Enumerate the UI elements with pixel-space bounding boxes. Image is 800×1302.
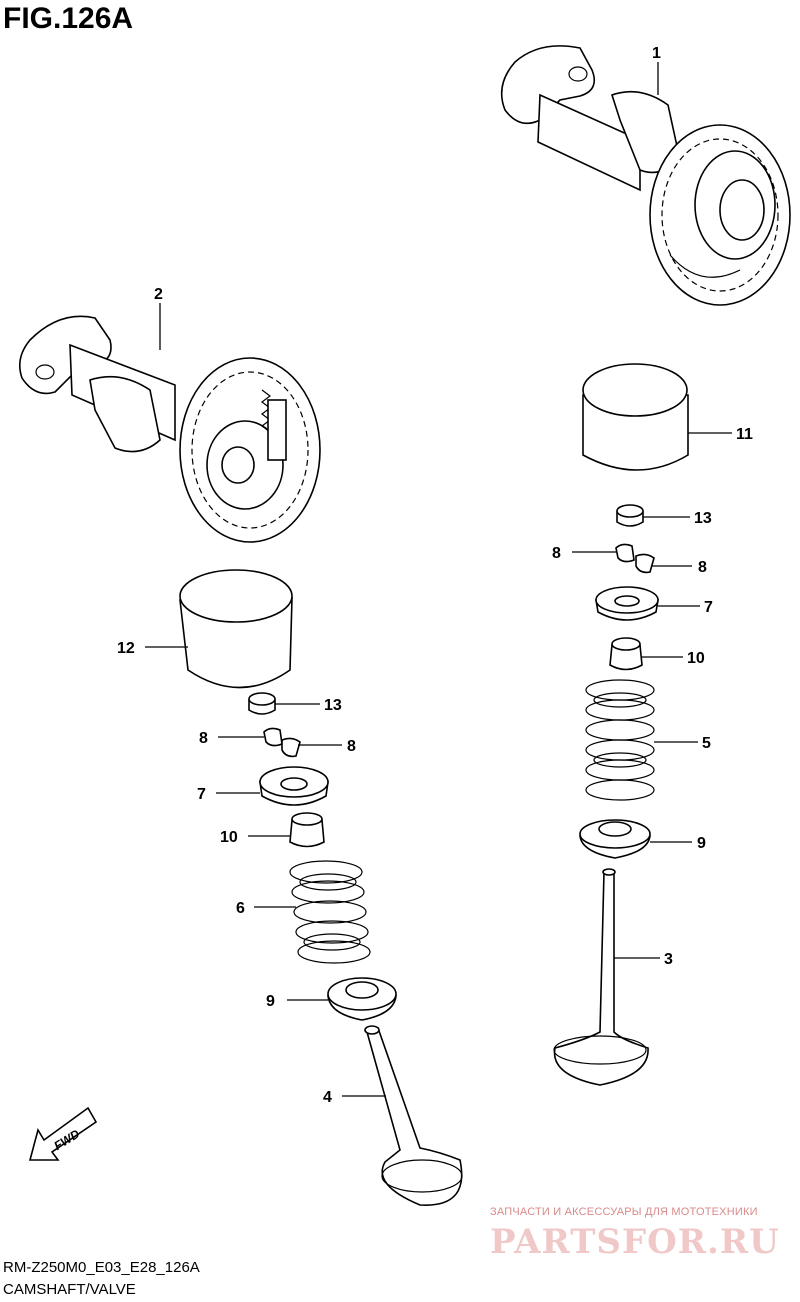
callout-8-left-a[interactable]: 8 bbox=[199, 730, 208, 747]
spring-seat-right[interactable] bbox=[579, 819, 651, 859]
callout-5[interactable]: 5 bbox=[702, 735, 711, 752]
cotter-left-b[interactable] bbox=[281, 737, 301, 758]
valve-left[interactable] bbox=[364, 1025, 463, 1206]
callout-3[interactable]: 3 bbox=[664, 951, 673, 968]
callout-4[interactable]: 4 bbox=[323, 1089, 332, 1106]
figure-title: FIG.126A bbox=[3, 2, 134, 35]
camshaft-intake[interactable] bbox=[19, 315, 321, 543]
tappet-left[interactable] bbox=[179, 569, 293, 689]
callout-9-right[interactable]: 9 bbox=[697, 835, 706, 852]
callout-13-right[interactable]: 13 bbox=[694, 510, 712, 527]
callout-12[interactable]: 12 bbox=[117, 640, 135, 657]
callout-6[interactable]: 6 bbox=[236, 900, 245, 917]
diagram-code: RM-Z250M0_E03_E28_126A bbox=[3, 1259, 200, 1276]
callout-10-right[interactable]: 10 bbox=[687, 650, 705, 667]
watermark-logo: PARTSFOR.RU bbox=[490, 1222, 780, 1262]
callout-10-left[interactable]: 10 bbox=[220, 829, 238, 846]
watermark-caption: ЗАПЧАСТИ И АКСЕССУАРЫ ДЛЯ МОТОТЕХНИКИ bbox=[490, 1206, 758, 1218]
callout-1[interactable]: 1 bbox=[652, 45, 661, 62]
shim-left[interactable] bbox=[248, 692, 276, 715]
retainer-left[interactable] bbox=[259, 766, 329, 806]
diagram-name: CAMSHAFT/VALVE bbox=[3, 1281, 136, 1298]
stem-seal-left[interactable] bbox=[289, 812, 325, 848]
valve-spring-left[interactable] bbox=[289, 860, 371, 964]
callout-8-right-b[interactable]: 8 bbox=[698, 559, 707, 576]
callout-7-left[interactable]: 7 bbox=[197, 786, 206, 803]
spring-seat-left[interactable] bbox=[327, 977, 397, 1021]
retainer-right[interactable] bbox=[595, 586, 659, 621]
cotter-right-b[interactable] bbox=[635, 553, 655, 574]
shim-right[interactable] bbox=[616, 504, 644, 527]
stem-seal-right[interactable] bbox=[609, 637, 643, 671]
callout-13-left[interactable]: 13 bbox=[324, 697, 342, 714]
valve-spring-right[interactable] bbox=[585, 679, 655, 801]
callout-2[interactable]: 2 bbox=[154, 286, 163, 303]
callout-11[interactable]: 11 bbox=[736, 426, 753, 443]
camshaft-exhaust[interactable] bbox=[500, 45, 791, 306]
cotter-right-a[interactable] bbox=[615, 543, 635, 563]
callout-9-left[interactable]: 9 bbox=[266, 993, 275, 1010]
callout-7-right[interactable]: 7 bbox=[704, 599, 713, 616]
tappet-right[interactable] bbox=[582, 363, 689, 471]
callout-8-right-a[interactable]: 8 bbox=[552, 545, 561, 562]
valve-right[interactable] bbox=[553, 868, 649, 1086]
fwd-arrow-icon: FWD bbox=[28, 1106, 98, 1161]
cotter-left-a[interactable] bbox=[263, 727, 283, 747]
callout-8-left-b[interactable]: 8 bbox=[347, 738, 356, 755]
